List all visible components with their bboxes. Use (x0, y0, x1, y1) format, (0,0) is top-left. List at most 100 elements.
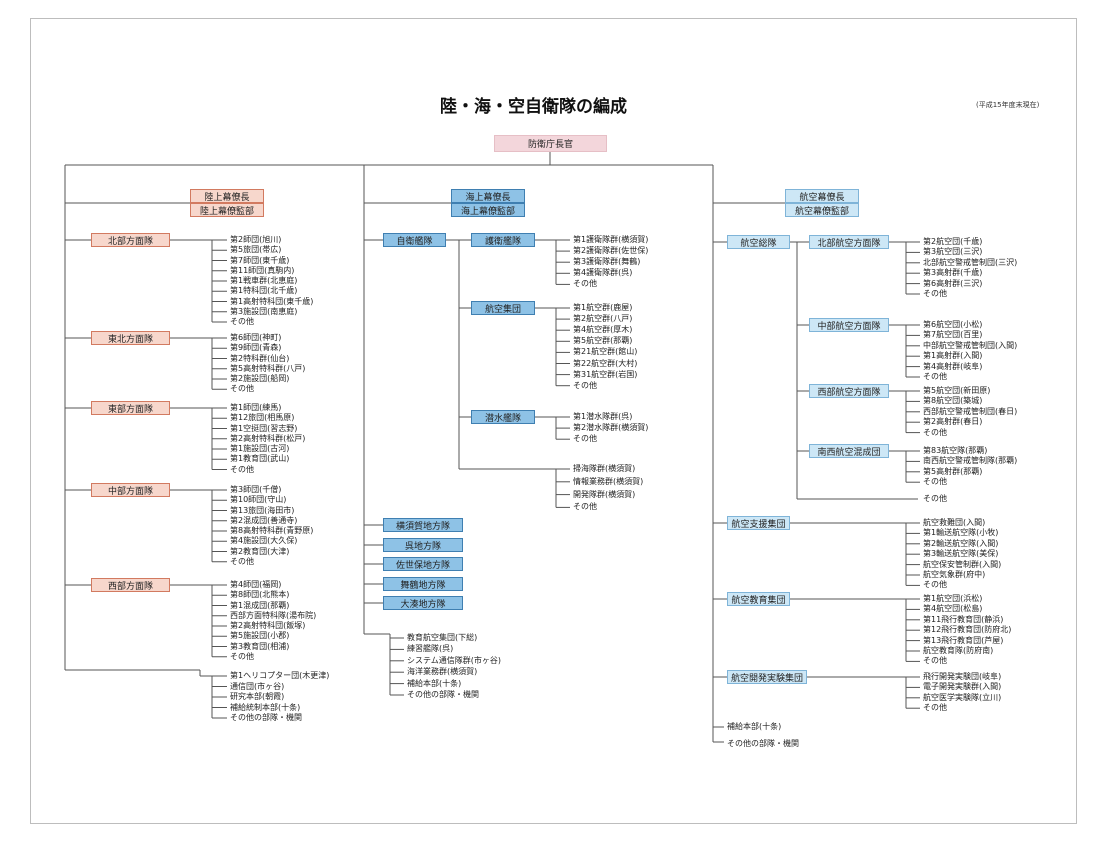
ground-chief-box: 陸上幕僚長 (190, 189, 264, 203)
air-unit-item: 第3航空団(三沢) (923, 247, 983, 257)
ground-unit-item: その他 (230, 384, 254, 394)
sea-unit-item: その他 (573, 434, 597, 444)
air-unit-item: その他 (923, 656, 947, 666)
sea-other-item: 海洋業務群(横須賀) (407, 667, 478, 677)
air-unit-item: 航空教育隊(防府南) (923, 646, 994, 655)
air-unit-item: 第6航空団(小松) (923, 320, 983, 329)
air-unit-item: 第8航空団(築城) (923, 396, 983, 406)
ground-other-item: 第1ヘリコプター団(木更津) (230, 671, 330, 680)
ground-unit-item: 第9師団(青森) (230, 343, 282, 353)
ground-unit-item: 第10師団(守山) (230, 495, 287, 505)
ground-other-item: その他の部隊・機関 (230, 713, 302, 722)
air-unit-item: 第1高射群(入間) (923, 351, 983, 361)
air-unit-item: 西部航空警戒管制団(春日) (923, 406, 1018, 416)
ground-unit-item: 第2高射特科群(松戸) (230, 433, 306, 443)
air-unit-item: 第3高射群(千歳) (923, 268, 983, 278)
sea-district-box: 舞鶴地方隊 (383, 577, 463, 591)
sea-district-box: 呉地方隊 (383, 538, 463, 552)
sea-fleet-box: 自衛艦隊 (383, 233, 446, 247)
air-unit-item: 航空救難団(入間) (923, 518, 986, 527)
air-other-item: その他の部隊・機関 (727, 739, 799, 748)
air-force-box: 中部航空方面隊 (809, 318, 889, 332)
ground-army-box: 北部方面隊 (91, 233, 170, 247)
air-chief-box: 航空幕僚長 (785, 189, 859, 203)
ground-army-box: 中部方面隊 (91, 483, 170, 497)
air-unit-item: 中部航空警戒管制団(入間) (923, 340, 1018, 350)
sea-district-box: 大湊地方隊 (383, 596, 463, 610)
air-force-box: 西部航空方面隊 (809, 384, 889, 398)
air-unit-item: 第5高射群(那覇) (923, 466, 983, 476)
ground-unit-item: 第2教育団(大津) (230, 546, 290, 556)
chart-frame (30, 18, 1077, 824)
sea-unit-item: 第1護衛隊群(横須賀) (573, 235, 649, 244)
ground-unit-item: 第1師団(練馬) (230, 403, 282, 412)
air-unit-item: 南西航空警戒管制隊(那覇) (923, 456, 1018, 466)
ground-unit-item: 第5高射特科群(八戸) (230, 363, 306, 373)
air-unit-item: 第3輸送航空隊(美保) (923, 549, 999, 559)
air-unit-item: その他 (923, 703, 947, 713)
sea-unit-item: 第1航空群(鹿屋) (573, 303, 633, 312)
sea-unit-item: 第4護衛隊群(呉) (573, 268, 633, 278)
air-unit-item: その他 (923, 477, 947, 487)
as-of-date: (平成15年度末現在) (976, 101, 1040, 109)
air-unit-item: 第6高射群(三沢) (923, 278, 983, 288)
air-unit-item: 第11飛行教育団(静浜) (923, 614, 1004, 624)
sea-unit-item: その他 (573, 279, 597, 289)
air-unit-item: 第5航空団(新田原) (923, 386, 991, 395)
air-unit-item: 第1輸送航空隊(小牧) (923, 528, 999, 538)
air-other-item: 補給本部(十条) (727, 722, 782, 731)
ground-unit-item: 第4師団(福岡) (230, 580, 282, 589)
air-unit-item: 第4高射群(岐阜) (923, 361, 983, 371)
sea-unit-item: 第2潜水隊群(横須賀) (573, 423, 649, 433)
ground-unit-item: 第12旅団(相馬原) (230, 413, 295, 423)
air-unit-item: 第1航空団(浜松) (923, 594, 983, 603)
air-unit-item: 第83航空隊(那覇) (923, 446, 988, 455)
ground-other-item: 補給統制本部(十条) (230, 702, 301, 712)
ground-unit-item: 第3師団(千僧) (230, 485, 282, 494)
air-group-box: 航空開発実験集団 (727, 670, 807, 684)
air-unit-item: その他 (923, 372, 947, 381)
air-force-box: 南西航空混成団 (809, 444, 889, 458)
air-command-box: 航空総隊 (727, 235, 790, 249)
air-unit-item: 第2航空団(千歳) (923, 237, 983, 246)
ground-other-item: 通信団(市ヶ谷) (230, 681, 285, 691)
sea-unit-item: 第4航空群(厚木) (573, 325, 633, 335)
ground-unit-item: 第8高射特科群(青野原) (230, 526, 314, 535)
sea-fleet-other-item: 掃海隊群(横須賀) (573, 464, 636, 473)
ground-unit-item: 第1混成団(那覇) (230, 600, 290, 610)
sea-other-item: システム通信隊群(市ヶ谷) (407, 655, 502, 665)
sea-fleet-other-item: 開発隊群(横須賀) (573, 489, 636, 499)
ground-unit-item: 第2施設団(船岡) (230, 374, 290, 383)
sea-other-item: 教育航空集団(下総) (407, 633, 478, 642)
sea-fleet-other-item: 情報業務群(横須賀) (573, 476, 644, 486)
sea-group-box: 護衛艦隊 (471, 233, 535, 247)
ground-unit-item: 第6師団(神町) (230, 333, 282, 342)
ground-unit-item: 第1戦車群(北恵庭) (230, 276, 298, 285)
air-unit-item: 第2高射群(春日) (923, 417, 983, 427)
sea-unit-item: 第3護衛隊群(舞鶴) (573, 257, 641, 267)
sea-unit-item: 第22航空群(大村) (573, 358, 638, 368)
ground-unit-item: 第3施設団(南恵庭) (230, 306, 298, 316)
air-force-box: 北部航空方面隊 (809, 235, 889, 249)
ground-army-box: 東北方面隊 (91, 331, 170, 345)
sea-group-box: 航空集団 (471, 301, 535, 315)
ground-unit-item: 第1教育団(武山) (230, 454, 290, 464)
air-office-box: 航空幕僚監部 (785, 203, 859, 217)
air-unit-item: 第7航空団(百里) (923, 330, 983, 340)
air-unit-item: その他 (923, 580, 947, 590)
ground-unit-item: 第5旅団(帯広) (230, 245, 282, 255)
sea-other-item: その他の部隊・機関 (407, 690, 479, 699)
air-unit-item: 飛行開発実験団(岐阜) (923, 672, 1002, 681)
sea-other-item: 練習艦隊(呉) (407, 644, 454, 654)
air-unit-item: 第13飛行教育団(芦屋) (923, 635, 1004, 645)
sea-group-box: 潜水艦隊 (471, 410, 535, 424)
sea-district-box: 佐世保地方隊 (383, 557, 463, 571)
ground-unit-item: 第2師団(旭川) (230, 235, 282, 244)
air-group-box: 航空支援集団 (727, 516, 790, 530)
ground-office-box: 陸上幕僚監部 (190, 203, 264, 217)
ground-unit-item: 第8師団(北熊本) (230, 590, 290, 600)
sea-fleet-other-item: その他 (573, 502, 597, 512)
ground-unit-item: 第1特科団(北千歳) (230, 286, 298, 296)
air-unit-item: 航空気象群(府中) (923, 570, 986, 579)
